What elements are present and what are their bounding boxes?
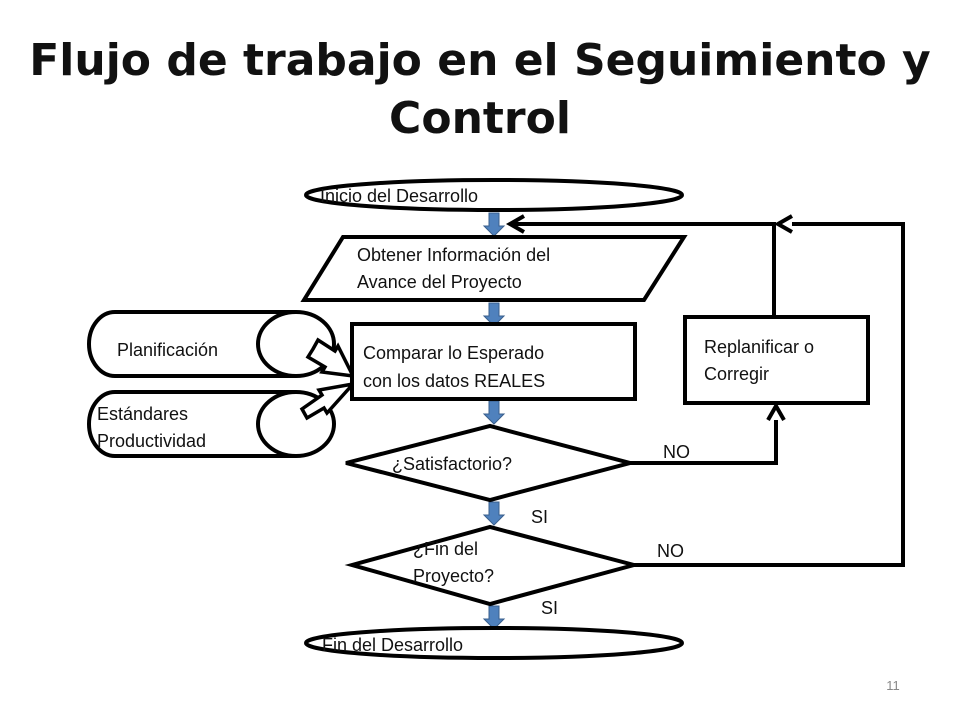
standards-label-line-2: Productividad — [97, 431, 206, 451]
end-terminal: Fin del Desarrollo — [304, 626, 684, 660]
end-project-label-line-1: ¿Fin del — [413, 539, 478, 559]
compare-label-line-1: Comparar lo Esperado — [363, 343, 544, 363]
slide-title-line-2: Control — [389, 93, 571, 144]
arrowhead-into-replan — [766, 401, 786, 421]
no-path-outer-loop — [630, 222, 905, 567]
down-arrow-3 — [482, 400, 506, 425]
flow-arrows — [482, 212, 506, 630]
end-project-label-line-2: Proyecto? — [413, 566, 494, 586]
page-number: 11 — [886, 678, 900, 693]
no-label-satisfactory: NO — [663, 442, 690, 462]
down-arrow-4 — [482, 501, 506, 526]
replan-label-line-1: Replanificar o — [704, 337, 814, 357]
satisfactory-decision: ¿Satisfactorio? — [345, 423, 638, 503]
obtain-label-line-1: Obtener Información del — [357, 245, 550, 265]
satisfactory-label: ¿Satisfactorio? — [392, 454, 512, 474]
down-arrow-2 — [482, 302, 506, 327]
slide-title: Flujo de trabajo en el Seguimiento y Con… — [0, 32, 960, 148]
obtain-label-line-2: Avance del Proyecto — [357, 272, 522, 292]
input-block-arrows — [299, 337, 358, 421]
down-arrow-5 — [482, 605, 506, 630]
standards-storage-shape: Estándares Productividad — [87, 390, 336, 458]
no-path-to-replan — [622, 420, 778, 465]
si-label-satisfactory: SI — [531, 507, 548, 527]
slide-title-line-1: Flujo de trabajo en el Seguimiento y — [29, 35, 931, 86]
arrowhead-outer-loop — [773, 214, 793, 234]
obtain-info-parallelogram: Obtener Información del Avance del Proye… — [300, 235, 688, 302]
start-label: Inicio del Desarrollo — [320, 186, 478, 206]
planning-storage-shape: Planificación — [87, 310, 336, 378]
si-label-end-project: SI — [541, 598, 558, 618]
compare-label-line-2: con los datos REALES — [363, 371, 545, 391]
standards-input-arrow — [299, 381, 358, 421]
end-project-decision: ¿Fin del Proyecto? — [344, 524, 642, 607]
planning-label: Planificación — [117, 340, 218, 360]
replan-label-line-2: Corregir — [704, 364, 769, 384]
start-terminal: Inicio del Desarrollo — [304, 178, 684, 212]
standards-label-line-1: Estándares — [97, 404, 188, 424]
end-label: Fin del Desarrollo — [322, 635, 463, 655]
no-label-end-project: NO — [657, 541, 684, 561]
arrowhead-return-top — [505, 214, 525, 234]
compare-process-box: Comparar lo Esperado con los datos REALE… — [350, 322, 637, 401]
replan-process-box: Replanificar o Corregir — [683, 315, 870, 405]
down-arrow-1 — [482, 212, 506, 237]
